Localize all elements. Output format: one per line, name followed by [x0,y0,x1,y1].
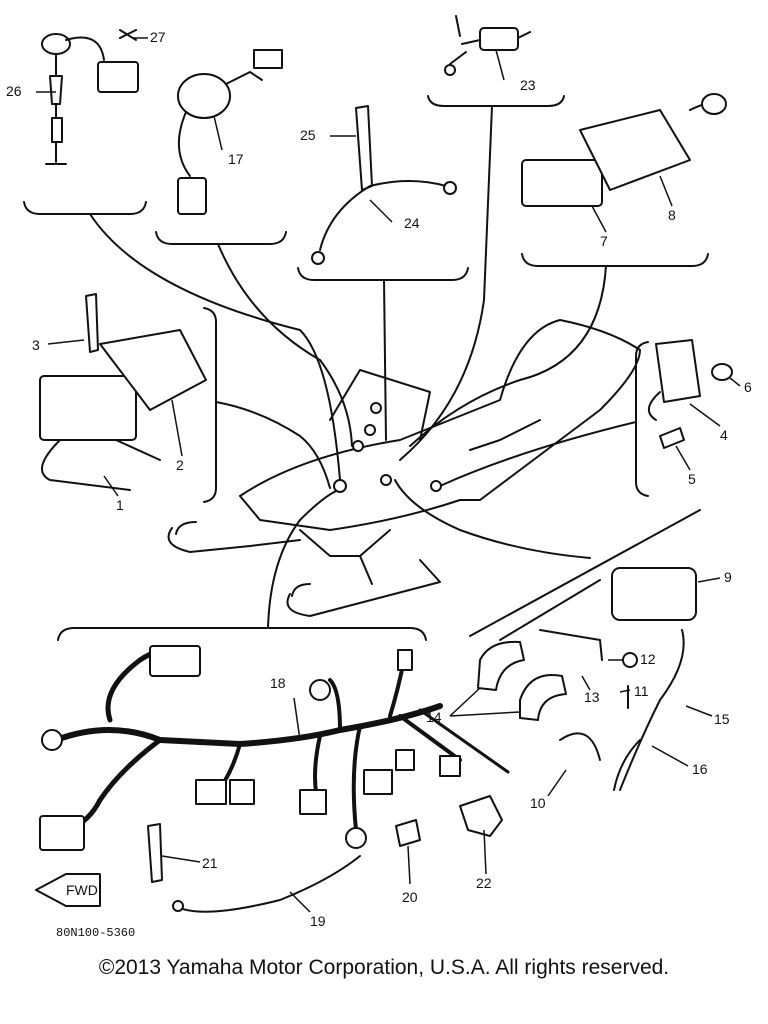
label-part-27: 27 [150,29,166,45]
label-part-17: 17 [228,151,244,167]
copyright-notice: ©2013 Yamaha Motor Corporation, U.S.A. A… [98,956,670,979]
part-18-wire-harness [39,645,510,851]
label-part-15: 15 [714,711,730,727]
label-part-3: 3 [32,337,40,353]
part-23-switch [444,15,531,76]
label-part-1: 1 [116,497,124,513]
callout-leaders [36,37,741,913]
wiring-diagram: FWD 26 27 17 23 25 24 [6,15,752,940]
label-part-7: 7 [600,233,608,249]
label-part-2: 2 [176,457,184,473]
label-part-6: 6 [744,379,752,395]
part-24-lead-wire [311,180,457,265]
part-number-labels: 26 27 17 23 25 24 7 8 3 2 1 6 4 5 9 12 1… [6,29,752,929]
part-17-main-switch [177,49,283,215]
fwd-arrow-icon: FWD [35,873,101,907]
label-part-16: 16 [692,761,708,777]
label-part-19: 19 [310,913,326,929]
label-part-24: 24 [404,215,420,231]
label-part-5: 5 [688,471,696,487]
leader-lines [89,105,637,629]
drawing-code: 80N100-5360 [56,926,135,940]
part-25-band [355,105,373,191]
label-part-12: 12 [640,651,656,667]
part-4-5-6-regulator [648,339,733,449]
label-part-18: 18 [270,675,286,691]
label-part-11: 11 [634,683,649,699]
label-part-9: 9 [724,569,732,585]
label-part-4: 4 [720,427,728,443]
part-22-holder [459,795,503,837]
part-7-8-units [521,93,727,207]
snowmobile-outline [167,319,641,617]
part-19-lead [172,855,361,913]
label-part-14: 14 [426,709,442,725]
part-20-clamp [395,819,421,847]
fwd-label: FWD [66,882,98,898]
part-9-to-16-ignition [477,567,697,791]
label-part-23: 23 [520,77,536,93]
part-26-plug-assembly [41,29,139,165]
label-part-25: 25 [300,127,316,143]
label-part-22: 22 [476,875,492,891]
label-part-10: 10 [530,795,546,811]
label-part-8: 8 [668,207,676,223]
part-21-band [147,823,163,883]
label-part-21: 21 [202,855,218,871]
label-part-13: 13 [584,689,600,705]
label-part-20: 20 [402,889,418,905]
part-1-2-3-units [39,293,207,491]
label-part-26: 26 [6,83,22,99]
group-brackets [23,95,709,641]
